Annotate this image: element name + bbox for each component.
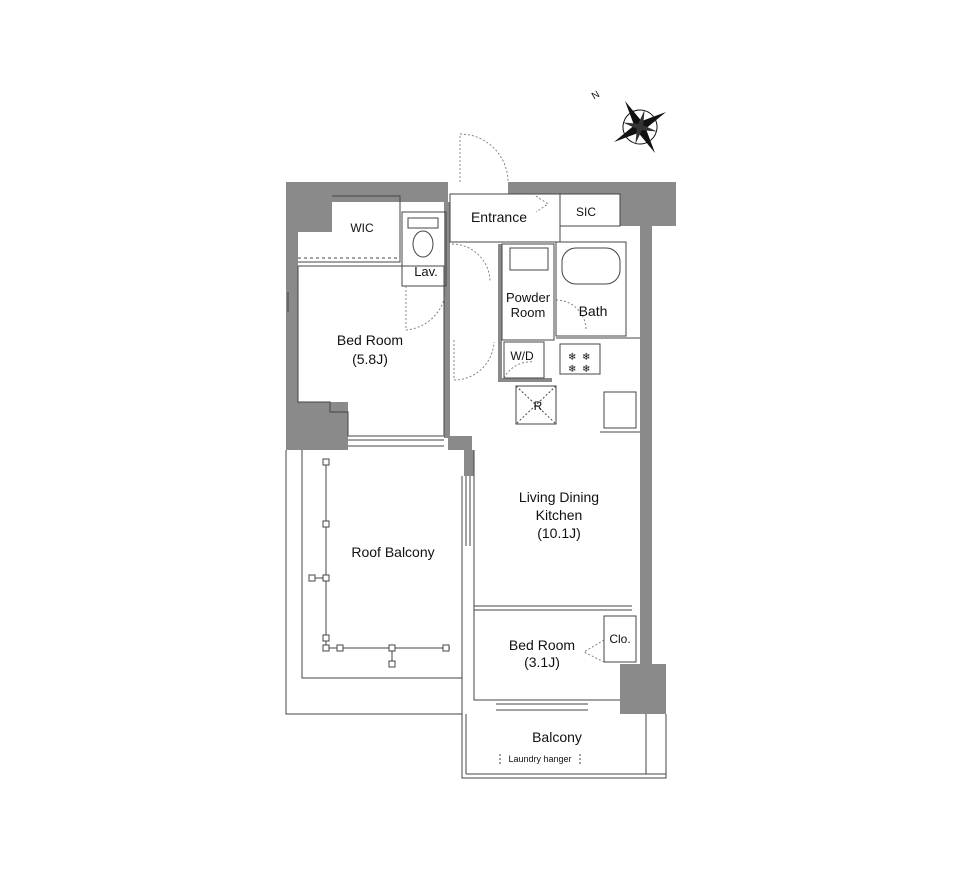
svg-text:❄: ❄	[582, 364, 590, 375]
label-bedroom-small-name: Bed Room	[509, 637, 575, 653]
label-powder-room-line2: Room	[511, 305, 546, 320]
label-balcony: Balcony	[532, 729, 582, 745]
label-wd: W/D	[510, 349, 534, 363]
door-swings	[405, 133, 605, 663]
label-wic: WIC	[350, 221, 374, 235]
label-ldk-line2: Kitchen	[536, 507, 583, 523]
stove-icon: ❄ ❄ ❄ ❄	[568, 352, 590, 375]
label-ldk-size: (10.1J)	[537, 525, 581, 541]
svg-text:❄: ❄	[582, 352, 590, 363]
svg-text:❄: ❄	[568, 364, 576, 375]
compass-rose-icon	[614, 101, 666, 153]
label-roof-balcony: Roof Balcony	[351, 544, 434, 560]
label-closet: Clo.	[609, 632, 630, 646]
svg-text:❄: ❄	[568, 352, 576, 363]
label-bedroom-small-size: (3.1J)	[524, 654, 560, 670]
label-bedroom-large-size: (5.8J)	[352, 351, 388, 367]
label-lav: Lav.	[414, 264, 438, 279]
walls	[286, 182, 676, 714]
label-sic: SIC	[576, 205, 596, 219]
label-entrance: Entrance	[471, 209, 527, 225]
compass-north-label: N	[590, 89, 602, 102]
label-powder-room-line1: Powder	[506, 290, 551, 305]
label-ldk-line1: Living Dining	[519, 489, 599, 505]
room-labels: WIC Lav. Entrance SIC Powder Room Bath W…	[337, 205, 631, 764]
label-bedroom-large-name: Bed Room	[337, 332, 403, 348]
label-bath: Bath	[579, 303, 608, 319]
partitions	[285, 193, 667, 779]
label-refrigerator: R	[534, 399, 543, 413]
rail-posts	[308, 458, 450, 668]
label-laundry-hanger: Laundry hanger	[508, 754, 571, 764]
toilet-icon	[407, 217, 439, 258]
